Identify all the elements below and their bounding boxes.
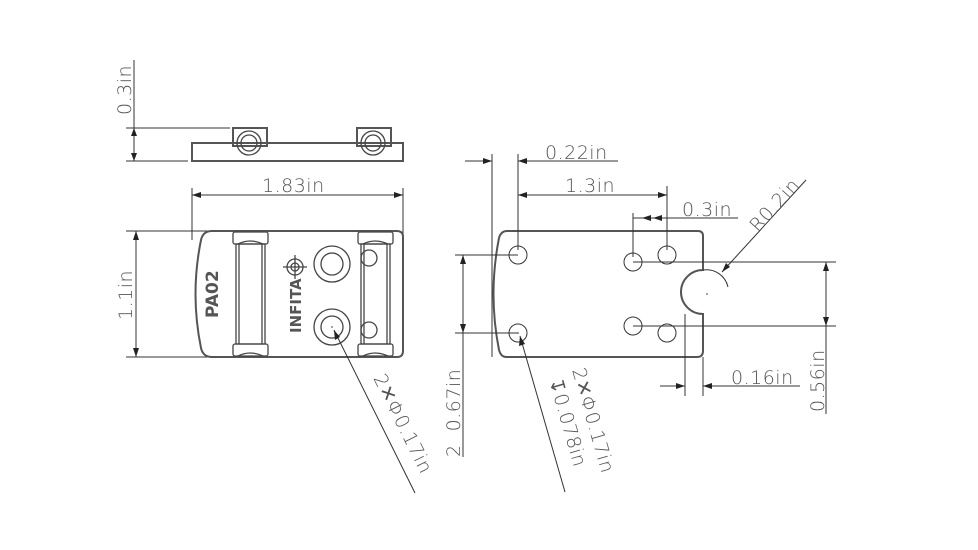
right-rail <box>360 243 391 345</box>
counterbore-top-inner <box>320 252 344 276</box>
right-small-hole-bottom <box>360 321 378 339</box>
left-rail <box>235 243 266 345</box>
top-width-dim: 1.83in <box>262 175 325 197</box>
side-screw-left-inner <box>240 134 258 152</box>
top-height-dim: 1.1in <box>115 270 137 320</box>
right-rail-bottom-cap <box>357 343 394 357</box>
right-small-hole-top <box>360 249 378 267</box>
hole-outer-bottom <box>657 323 677 343</box>
counterbore-bottom-outer <box>313 308 351 346</box>
right-rail-top-cap <box>357 231 394 245</box>
hole-offset-dim: 0.22in <box>545 142 608 164</box>
side-boss-left <box>232 127 268 147</box>
top-plate-outline <box>194 230 404 358</box>
brand-label: INFITA <box>287 278 305 333</box>
left-rail-bottom-cap <box>232 343 269 357</box>
counterbore-bottom-inner <box>320 315 344 339</box>
counterbore-top-outer <box>313 245 351 283</box>
top-hole-callout: 2✕Φ0.17in <box>369 370 437 477</box>
side-boss-right <box>356 127 392 147</box>
side-screw-right-inner <box>364 134 382 152</box>
hole-pitch-dim: 2 0.67in <box>443 369 465 457</box>
side-screw-right-outer <box>360 130 386 156</box>
side-height-dim: 0.3in <box>114 65 136 115</box>
crosshair-logo-icon <box>283 255 307 279</box>
bottom-plate-outline <box>492 230 704 358</box>
hole-span-dim: 1.3in <box>565 175 615 197</box>
notch-dim: 0.16in <box>731 367 794 389</box>
radius-dim: R0.2in <box>745 174 804 236</box>
side-view: 0.3in <box>114 60 404 162</box>
side-screw-left-outer <box>236 130 262 156</box>
left-rail-top-cap <box>232 231 269 245</box>
radius-arc <box>702 269 729 288</box>
top-view: 1.83in 1.1in <box>115 175 437 494</box>
bottom-view: 0.22in 1.3in 0.3in R0.2in 0.56in 0.16in <box>443 142 836 493</box>
vertical-span-dim: 0.56in <box>807 349 829 412</box>
part-label: PA02 <box>203 270 223 318</box>
inner-hole-dim: 0.3in <box>682 199 732 221</box>
